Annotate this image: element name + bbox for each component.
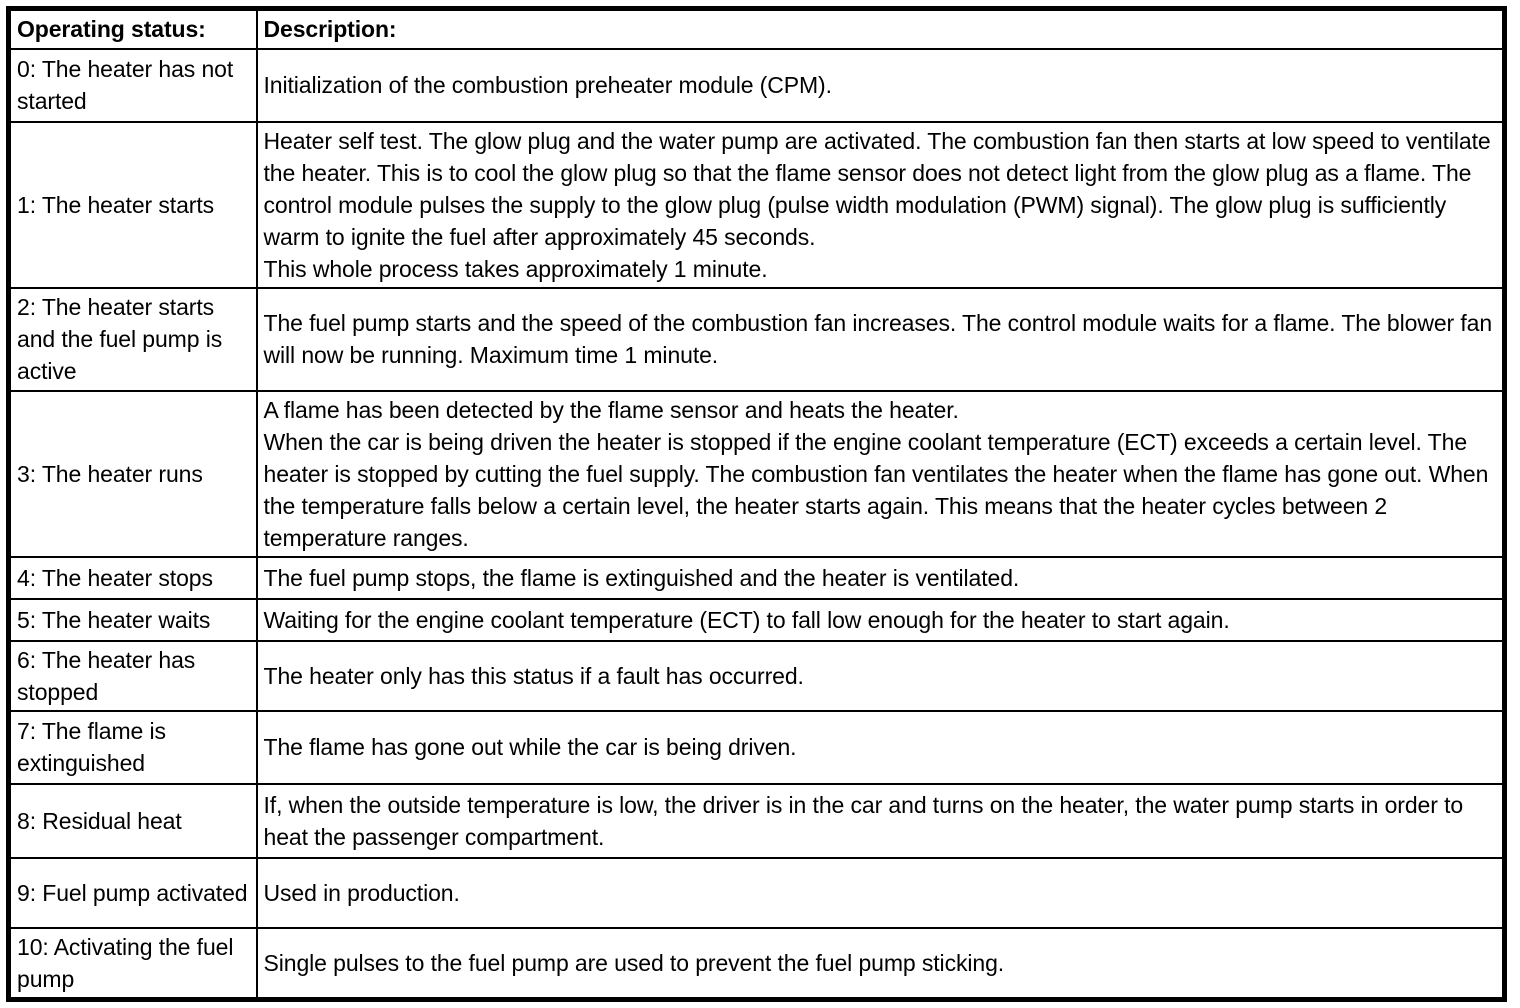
- description-paragraph: Heater self test. The glow plug and the …: [263, 127, 1491, 250]
- description-cell: The fuel pump stops, the flame is exting…: [255, 555, 1506, 600]
- operating-status-table: Operating status: Description: 0: The he…: [6, 6, 1507, 1002]
- description-paragraph: If, when the outside temperature is low,…: [263, 791, 1464, 850]
- description-paragraph: Single pulses to the fuel pump are used …: [263, 949, 1005, 976]
- description-cell: A flame has been detected by the flame s…: [255, 389, 1506, 558]
- description-paragraph: A flame has been detected by the flame s…: [263, 396, 959, 423]
- operating-status-cell: 10: Activating the fuel pump: [7, 926, 258, 1000]
- description-paragraph: This whole process takes approximately 1…: [263, 255, 768, 282]
- operating-status-cell: 0: The heater has not started: [7, 47, 258, 123]
- operating-status-cell: 8: Residual heat: [7, 782, 258, 859]
- table-row: 2: The heater starts and the fuel pump i…: [7, 286, 1506, 392]
- description-cell: Single pulses to the fuel pump are used …: [255, 926, 1506, 1000]
- description-cell: Heater self test. The glow plug and the …: [255, 120, 1506, 289]
- description-column-header: Description:: [255, 7, 1506, 50]
- operating-status-cell: 6: The heater has stopped: [7, 639, 258, 712]
- operating-status-cell: 5: The heater waits: [7, 597, 258, 642]
- header-row: Operating status: Description:: [7, 7, 1506, 50]
- description-cell: The heater only has this status if a fau…: [255, 639, 1506, 712]
- description-cell: Initialization of the combustion preheat…: [255, 47, 1506, 123]
- description-paragraph: The fuel pump stops, the flame is exting…: [263, 564, 1020, 591]
- description-cell: The flame has gone out while the car is …: [255, 709, 1506, 785]
- description-cell: If, when the outside temperature is low,…: [255, 782, 1506, 859]
- description-cell: Used in production.: [255, 856, 1506, 929]
- operating-status-cell: 2: The heater starts and the fuel pump i…: [7, 286, 258, 392]
- description-cell: Waiting for the engine coolant temperatu…: [255, 597, 1506, 642]
- description-cell: The fuel pump starts and the speed of th…: [255, 286, 1506, 392]
- operating-status-cell: 4: The heater stops: [7, 555, 258, 600]
- operating-status-column-header: Operating status:: [7, 7, 258, 50]
- description-paragraph: When the car is being driven the heater …: [263, 428, 1489, 551]
- operating-status-cell: 7: The flame is extinguished: [7, 709, 258, 785]
- description-paragraph: The flame has gone out while the car is …: [263, 734, 797, 760]
- description-paragraph: The fuel pump starts and the speed of th…: [263, 310, 1493, 368]
- description-paragraph: Used in production.: [263, 879, 460, 906]
- operating-status-cell: 3: The heater runs: [7, 389, 258, 558]
- operating-status-cell: 9: Fuel pump activated: [7, 856, 258, 929]
- operating-status-cell: 1: The heater starts: [7, 120, 258, 289]
- table-header: Operating status: Description:: [7, 7, 1506, 50]
- description-paragraph: Waiting for the engine coolant temperatu…: [263, 606, 1230, 633]
- description-paragraph: Initialization of the combustion preheat…: [263, 72, 833, 98]
- description-paragraph: The heater only has this status if a fau…: [263, 662, 804, 689]
